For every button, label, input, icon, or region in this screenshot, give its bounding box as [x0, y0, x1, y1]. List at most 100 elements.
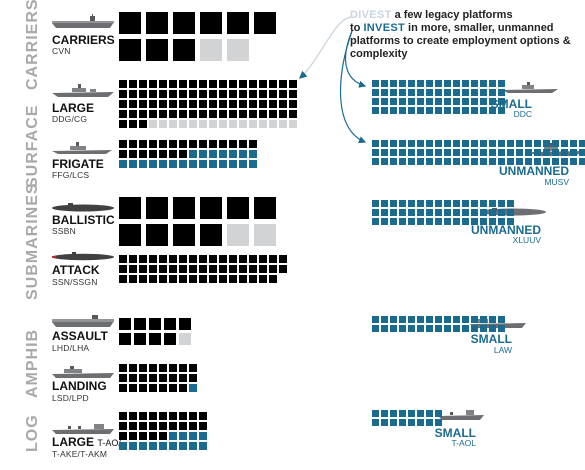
unit-square-future — [561, 158, 568, 165]
unit-square-future — [390, 80, 397, 87]
unit-square-current — [169, 110, 177, 118]
unit-square-future — [435, 140, 442, 147]
unit-square-future — [435, 410, 442, 417]
unit-square-divest — [159, 120, 167, 128]
unit-square-future — [453, 218, 460, 225]
unit-square-current — [229, 90, 237, 98]
unit-square-current — [239, 100, 247, 108]
unit-square-current — [249, 265, 257, 273]
future-name-small-law: SMALL — [470, 332, 512, 346]
unit-square-current — [139, 90, 147, 98]
unit-square-future — [169, 432, 177, 440]
unit-square-future — [381, 158, 388, 165]
unit-square-current — [129, 120, 137, 128]
unit-square-current — [159, 364, 167, 372]
unit-square-future — [480, 140, 487, 147]
unit-square-divest — [249, 120, 257, 128]
unit-square-future — [408, 80, 415, 87]
unit-square-current — [159, 110, 167, 118]
unit-square-future — [435, 200, 442, 207]
unit-square-current — [164, 318, 176, 330]
row-name-large-log-text: LARGE — [52, 435, 94, 449]
unit-square-current — [149, 90, 157, 98]
future-name-unmanned-musv: UNMANNED — [499, 164, 569, 178]
unit-square-current — [219, 255, 227, 263]
row-name-carriers: CARRIERS — [52, 33, 115, 47]
unit-square-current — [119, 110, 127, 118]
future-sub-taol: T-AOL — [451, 438, 476, 448]
unit-square-future — [444, 80, 451, 87]
unit-square-current — [146, 39, 168, 61]
unit-square-current — [169, 150, 177, 158]
unit-square-current — [279, 90, 287, 98]
unit-square-current — [179, 422, 187, 430]
unit-square-future — [417, 89, 424, 96]
unit-square-future — [426, 200, 433, 207]
unit-square-divest — [199, 120, 207, 128]
unit-square-current — [239, 90, 247, 98]
arrow-to-ddc — [344, 30, 367, 88]
unit-square-future — [399, 80, 406, 87]
landing-ship-icon — [52, 366, 114, 378]
unit-square-future — [399, 419, 406, 426]
unit-square-future — [471, 316, 478, 323]
unit-square-current — [173, 12, 195, 34]
unit-square-current — [139, 150, 147, 158]
unit-square-future — [480, 98, 487, 105]
unit-square-future — [209, 160, 217, 168]
arrow-to-musv — [339, 30, 367, 144]
unit-square-current — [209, 100, 217, 108]
unit-square-current — [249, 100, 257, 108]
unit-square-current — [129, 100, 137, 108]
unit-square-current — [219, 140, 227, 148]
unit-square-future — [453, 158, 460, 165]
unit-square-future — [507, 149, 514, 156]
unit-square-future — [435, 419, 442, 426]
row-sub-ballistic: SSBN — [52, 226, 76, 236]
unit-square-future — [408, 140, 415, 147]
unit-square-future — [408, 158, 415, 165]
unit-square-current — [169, 384, 177, 392]
unit-square-future — [390, 89, 397, 96]
unit-square-future — [372, 410, 379, 417]
unit-square-future — [462, 80, 469, 87]
unit-square-future — [489, 325, 496, 332]
unit-square-current — [169, 80, 177, 88]
unit-square-current — [229, 275, 237, 283]
unit-square-current — [219, 80, 227, 88]
unit-square-current — [139, 100, 147, 108]
row-sub-frigate: FFG/LCS — [52, 170, 90, 180]
unit-square-future — [399, 98, 406, 105]
unit-square-future — [390, 107, 397, 114]
attack-submarine-icon — [52, 252, 114, 261]
unit-square-current — [179, 265, 187, 273]
small-oiler-icon — [438, 410, 484, 420]
unit-square-future — [417, 80, 424, 87]
row-name-assault: ASSAULT — [52, 329, 108, 343]
unit-square-future — [489, 200, 496, 207]
unit-square-future — [381, 98, 388, 105]
unit-square-current — [259, 80, 267, 88]
unit-square-current — [179, 318, 191, 330]
unit-square-divest — [259, 120, 267, 128]
row-sub-large-surface: DDG/CG — [52, 114, 88, 124]
unit-square-divest — [239, 120, 247, 128]
future-sub-law: LAW — [493, 345, 512, 355]
unit-square-current — [249, 90, 257, 98]
unit-square-current — [129, 140, 137, 148]
unit-square-future — [189, 160, 197, 168]
unit-square-current — [119, 224, 141, 246]
unit-square-future — [426, 158, 433, 165]
unit-square-current — [289, 80, 297, 88]
unit-square-future — [543, 140, 550, 147]
unit-square-future — [408, 209, 415, 216]
unit-square-future — [489, 89, 496, 96]
unit-square-current — [159, 374, 167, 382]
unit-square-current — [189, 90, 197, 98]
unit-square-future — [169, 160, 177, 168]
unit-square-divest — [229, 120, 237, 128]
unit-square-current — [149, 412, 157, 420]
unit-square-current — [139, 374, 147, 382]
unit-square-current — [134, 333, 146, 345]
unit-square-current — [269, 255, 277, 263]
